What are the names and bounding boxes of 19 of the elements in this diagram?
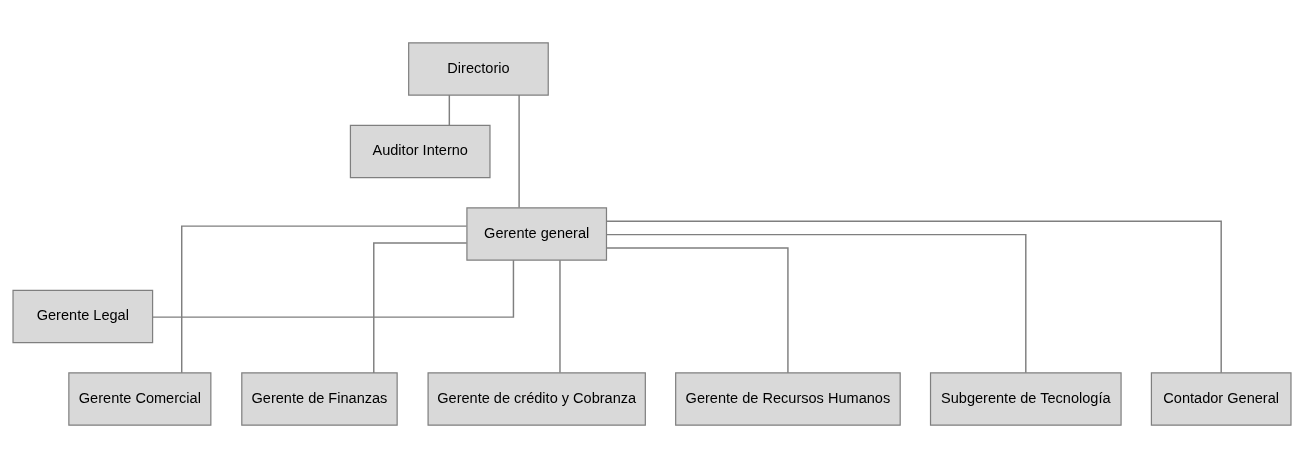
connector xyxy=(518,94,520,209)
node-box: Directorio xyxy=(408,42,549,96)
connector xyxy=(181,225,468,374)
connector xyxy=(373,242,468,374)
node-box: Auditor Interno xyxy=(349,124,491,179)
connector xyxy=(152,259,515,318)
node-box: Gerente de Finanzas xyxy=(241,372,398,426)
node-box: Gerente general xyxy=(466,207,608,261)
node-box: Subgerente de Tecnología xyxy=(929,372,1122,426)
connector xyxy=(448,94,451,126)
node-box: Gerente de Recursos Humanos xyxy=(675,372,901,426)
connector xyxy=(606,220,1222,374)
connector xyxy=(606,233,1027,374)
connector xyxy=(605,247,789,374)
node-box: Contador General xyxy=(1150,372,1292,426)
connector xyxy=(559,259,561,374)
node-box: Gerente Legal xyxy=(12,289,154,344)
node-box: Gerente Comercial xyxy=(68,372,212,426)
node-box: Gerente de crédito y Cobranza xyxy=(427,372,646,426)
